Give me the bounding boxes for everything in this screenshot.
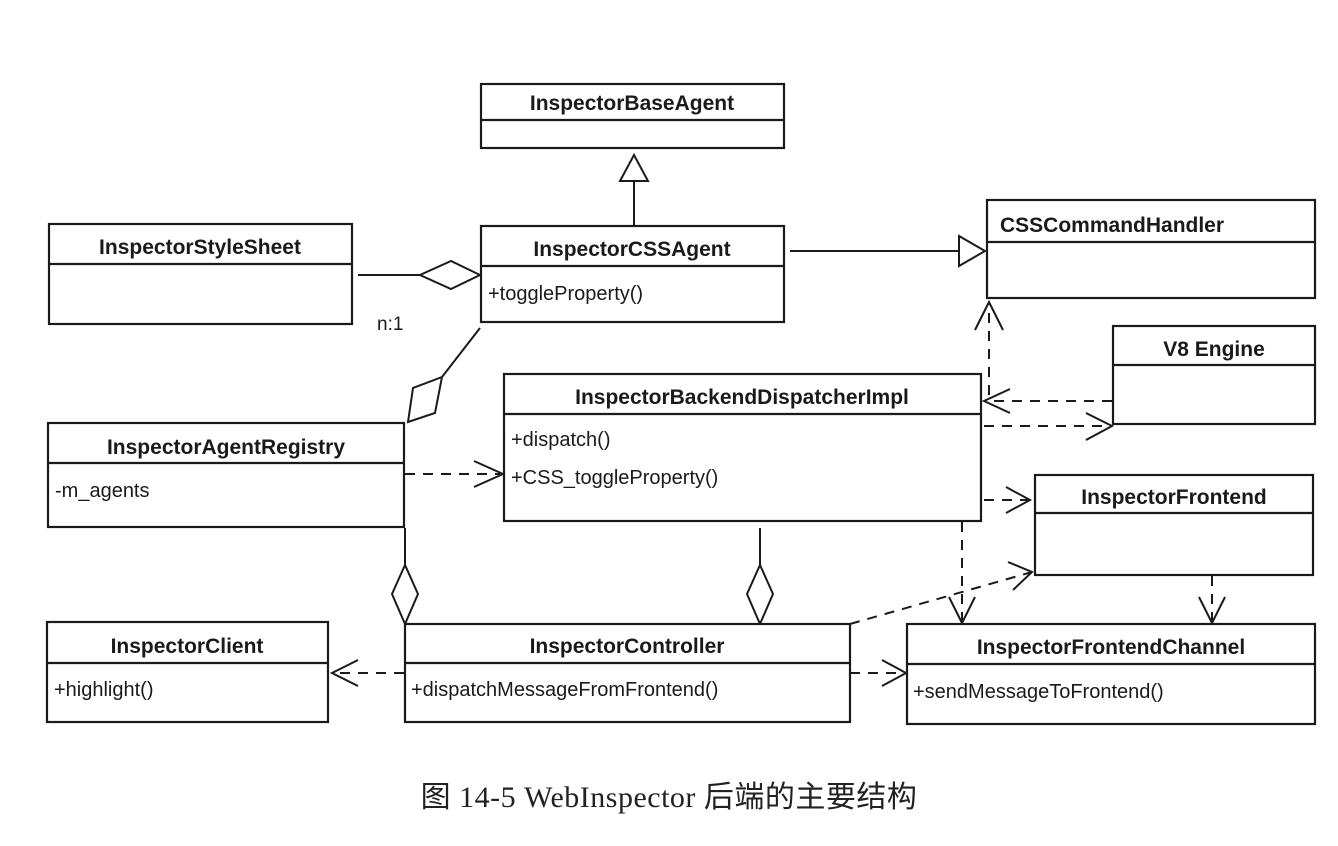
dependency-arrow-icon — [329, 659, 359, 687]
class-name: InspectorClient — [111, 635, 264, 658]
edge-controller-frontend — [849, 571, 1033, 625]
class-inspector-frontend-channel[interactable]: InspectorFrontendChannel +sendMessageToF… — [905, 622, 1317, 726]
class-method: +toggleProperty() — [488, 283, 643, 305]
class-name: CSSCommandHandler — [1000, 214, 1224, 237]
class-method: +highlight() — [54, 679, 154, 701]
class-inspector-style-sheet[interactable]: InspectorStyleSheet — [47, 222, 354, 326]
class-inspector-frontend[interactable]: InspectorFrontend — [1033, 473, 1315, 577]
class-inspector-controller[interactable]: InspectorController +dispatchMessageFrom… — [403, 622, 852, 724]
class-name: InspectorBackendDispatcherImpl — [575, 386, 909, 409]
class-css-command-handler[interactable]: CSSCommandHandler — [985, 198, 1317, 300]
class-name: InspectorCSSAgent — [533, 238, 730, 261]
class-method: +CSS_toggleProperty() — [511, 467, 718, 489]
aggregation-diamond-icon — [745, 562, 775, 627]
class-name: InspectorFrontend — [1081, 486, 1267, 509]
aggregation-diamond-icon — [390, 562, 420, 627]
class-inspector-client[interactable]: InspectorClient +highlight() — [45, 620, 330, 724]
multiplicity-label: n:1 — [377, 314, 403, 335]
aggregation-diamond-icon — [417, 259, 483, 291]
dependency-arrow-icon — [981, 388, 1011, 414]
class-method: +dispatchMessageFromFrontend() — [411, 679, 718, 701]
edge-cssagent-registry — [441, 327, 481, 378]
class-name: V8 Engine — [1163, 338, 1265, 361]
class-name: InspectorAgentRegistry — [107, 436, 345, 459]
class-inspector-backend-dispatcher-impl[interactable]: InspectorBackendDispatcherImpl +dispatch… — [502, 372, 983, 523]
class-inspector-base-agent[interactable]: InspectorBaseAgent — [479, 82, 786, 150]
dependency-arrow-icon — [1007, 561, 1034, 591]
class-inspector-agent-registry[interactable]: InspectorAgentRegistry -m_agents — [46, 421, 406, 529]
class-name: InspectorController — [530, 635, 725, 658]
class-method: +dispatch() — [511, 429, 611, 451]
generalization-arrow-icon — [958, 234, 988, 268]
aggregation-diamond-icon — [406, 375, 444, 424]
dependency-arrow-icon — [1005, 486, 1033, 514]
figure-caption: 图 14-5 WebInspector 后端的主要结构 — [420, 781, 918, 814]
class-name: InspectorStyleSheet — [99, 236, 301, 259]
class-method: +sendMessageToFrontend() — [913, 681, 1164, 703]
class-name: InspectorFrontendChannel — [977, 636, 1245, 659]
class-v8-engine[interactable]: V8 Engine — [1111, 324, 1317, 426]
dependency-arrow-icon — [974, 299, 1004, 331]
class-inspector-css-agent[interactable]: InspectorCSSAgent +toggleProperty() — [479, 224, 786, 324]
class-name: InspectorBaseAgent — [530, 92, 734, 115]
dependency-arrow-icon — [1085, 412, 1115, 441]
generalization-arrow-icon — [618, 152, 650, 182]
class-attribute: -m_agents — [55, 480, 150, 502]
